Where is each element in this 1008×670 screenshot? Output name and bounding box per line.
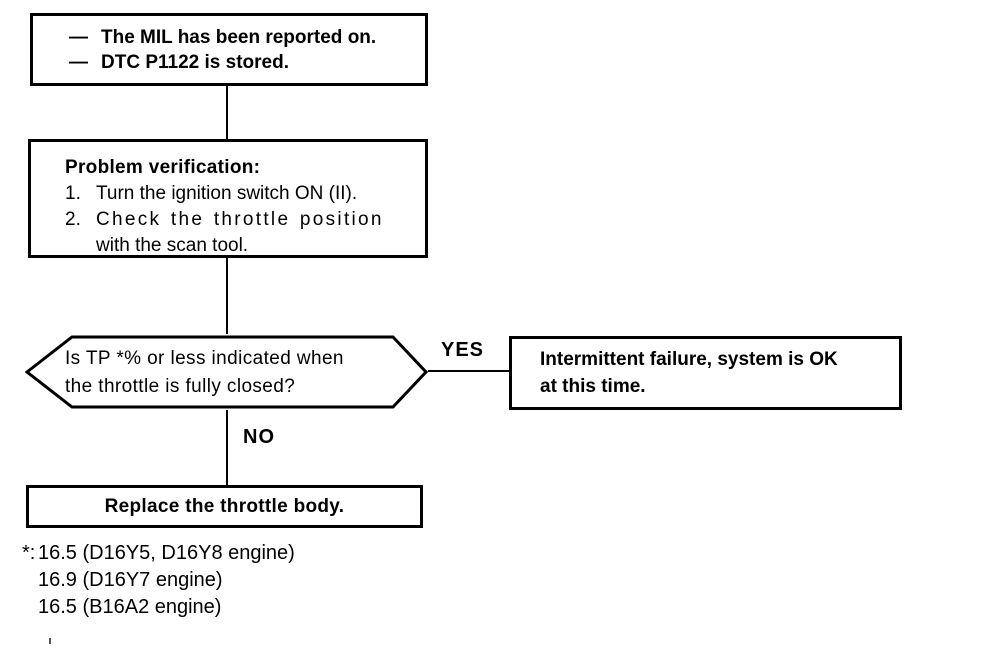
start-condition-box: — The MIL has been reported on. — DTC P1…	[30, 13, 428, 86]
start-condition-text-1: The MIL has been reported on.	[101, 26, 377, 48]
connector-no-branch	[226, 410, 228, 485]
problem-verification-box: Problem verification: 1. Turn the igniti…	[28, 139, 428, 258]
connector-verify-decision	[226, 258, 228, 334]
asterisk-footnote: *: 16.5 (D16Y5, D16Y8 engine) 16.9 (D16Y…	[22, 540, 295, 621]
start-condition-text-2: DTC P1122 is stored.	[101, 51, 289, 73]
asterisk-marker: *:	[22, 542, 36, 564]
decision-hexagon: Is TP *% or less indicated when the thro…	[25, 334, 428, 410]
verification-step-2: 2. Check the throttle position	[65, 207, 417, 233]
dash-bullet: —	[69, 26, 88, 48]
dash-bullet: —	[69, 51, 88, 73]
decision-question-line-1: Is TP *% or less indicated when	[65, 348, 344, 369]
connector-yes-branch	[428, 370, 509, 372]
hexagon-outline	[25, 335, 428, 409]
footnote-line-1: *: 16.5 (D16Y5, D16Y8 engine)	[22, 540, 295, 567]
step-2-continuation: with the scan tool.	[96, 235, 249, 256]
step-number: 1.	[65, 183, 81, 204]
replace-throttle-body-text: Replace the throttle body.	[104, 495, 345, 517]
step-text: Turn the ignition switch ON (II).	[96, 183, 358, 204]
footnote-value-1: 16.5 (D16Y5, D16Y8 engine)	[38, 542, 295, 564]
decision-question-line-2: the throttle is fully closed?	[65, 376, 296, 397]
scan-artifact-mark	[49, 638, 51, 644]
footnote-line-3: 16.5 (B16A2 engine)	[38, 596, 222, 618]
decision-question: Is TP *% or less indicated when the thro…	[65, 345, 344, 401]
footnote-line-2: 16.9 (D16Y7 engine)	[38, 569, 223, 591]
no-branch-label: NO	[243, 426, 275, 448]
step-text: Check the throttle position	[96, 209, 384, 230]
yes-branch-label: YES	[441, 339, 485, 361]
connector-start-verify	[226, 86, 228, 139]
intermittent-failure-line-1: Intermittent failure, system is OK	[540, 349, 838, 370]
step-number: 2.	[65, 209, 81, 230]
verification-step-1: 1. Turn the ignition switch ON (II).	[65, 181, 417, 207]
intermittent-failure-box: Intermittent failure, system is OK at th…	[509, 336, 902, 410]
start-condition-line: — The MIL has been reported on.	[69, 25, 425, 50]
start-condition-line: — DTC P1122 is stored.	[69, 50, 425, 75]
intermittent-failure-line-2: at this time.	[540, 376, 646, 397]
replace-throttle-body-box: Replace the throttle body.	[26, 485, 423, 528]
verification-title: Problem verification:	[65, 157, 261, 178]
